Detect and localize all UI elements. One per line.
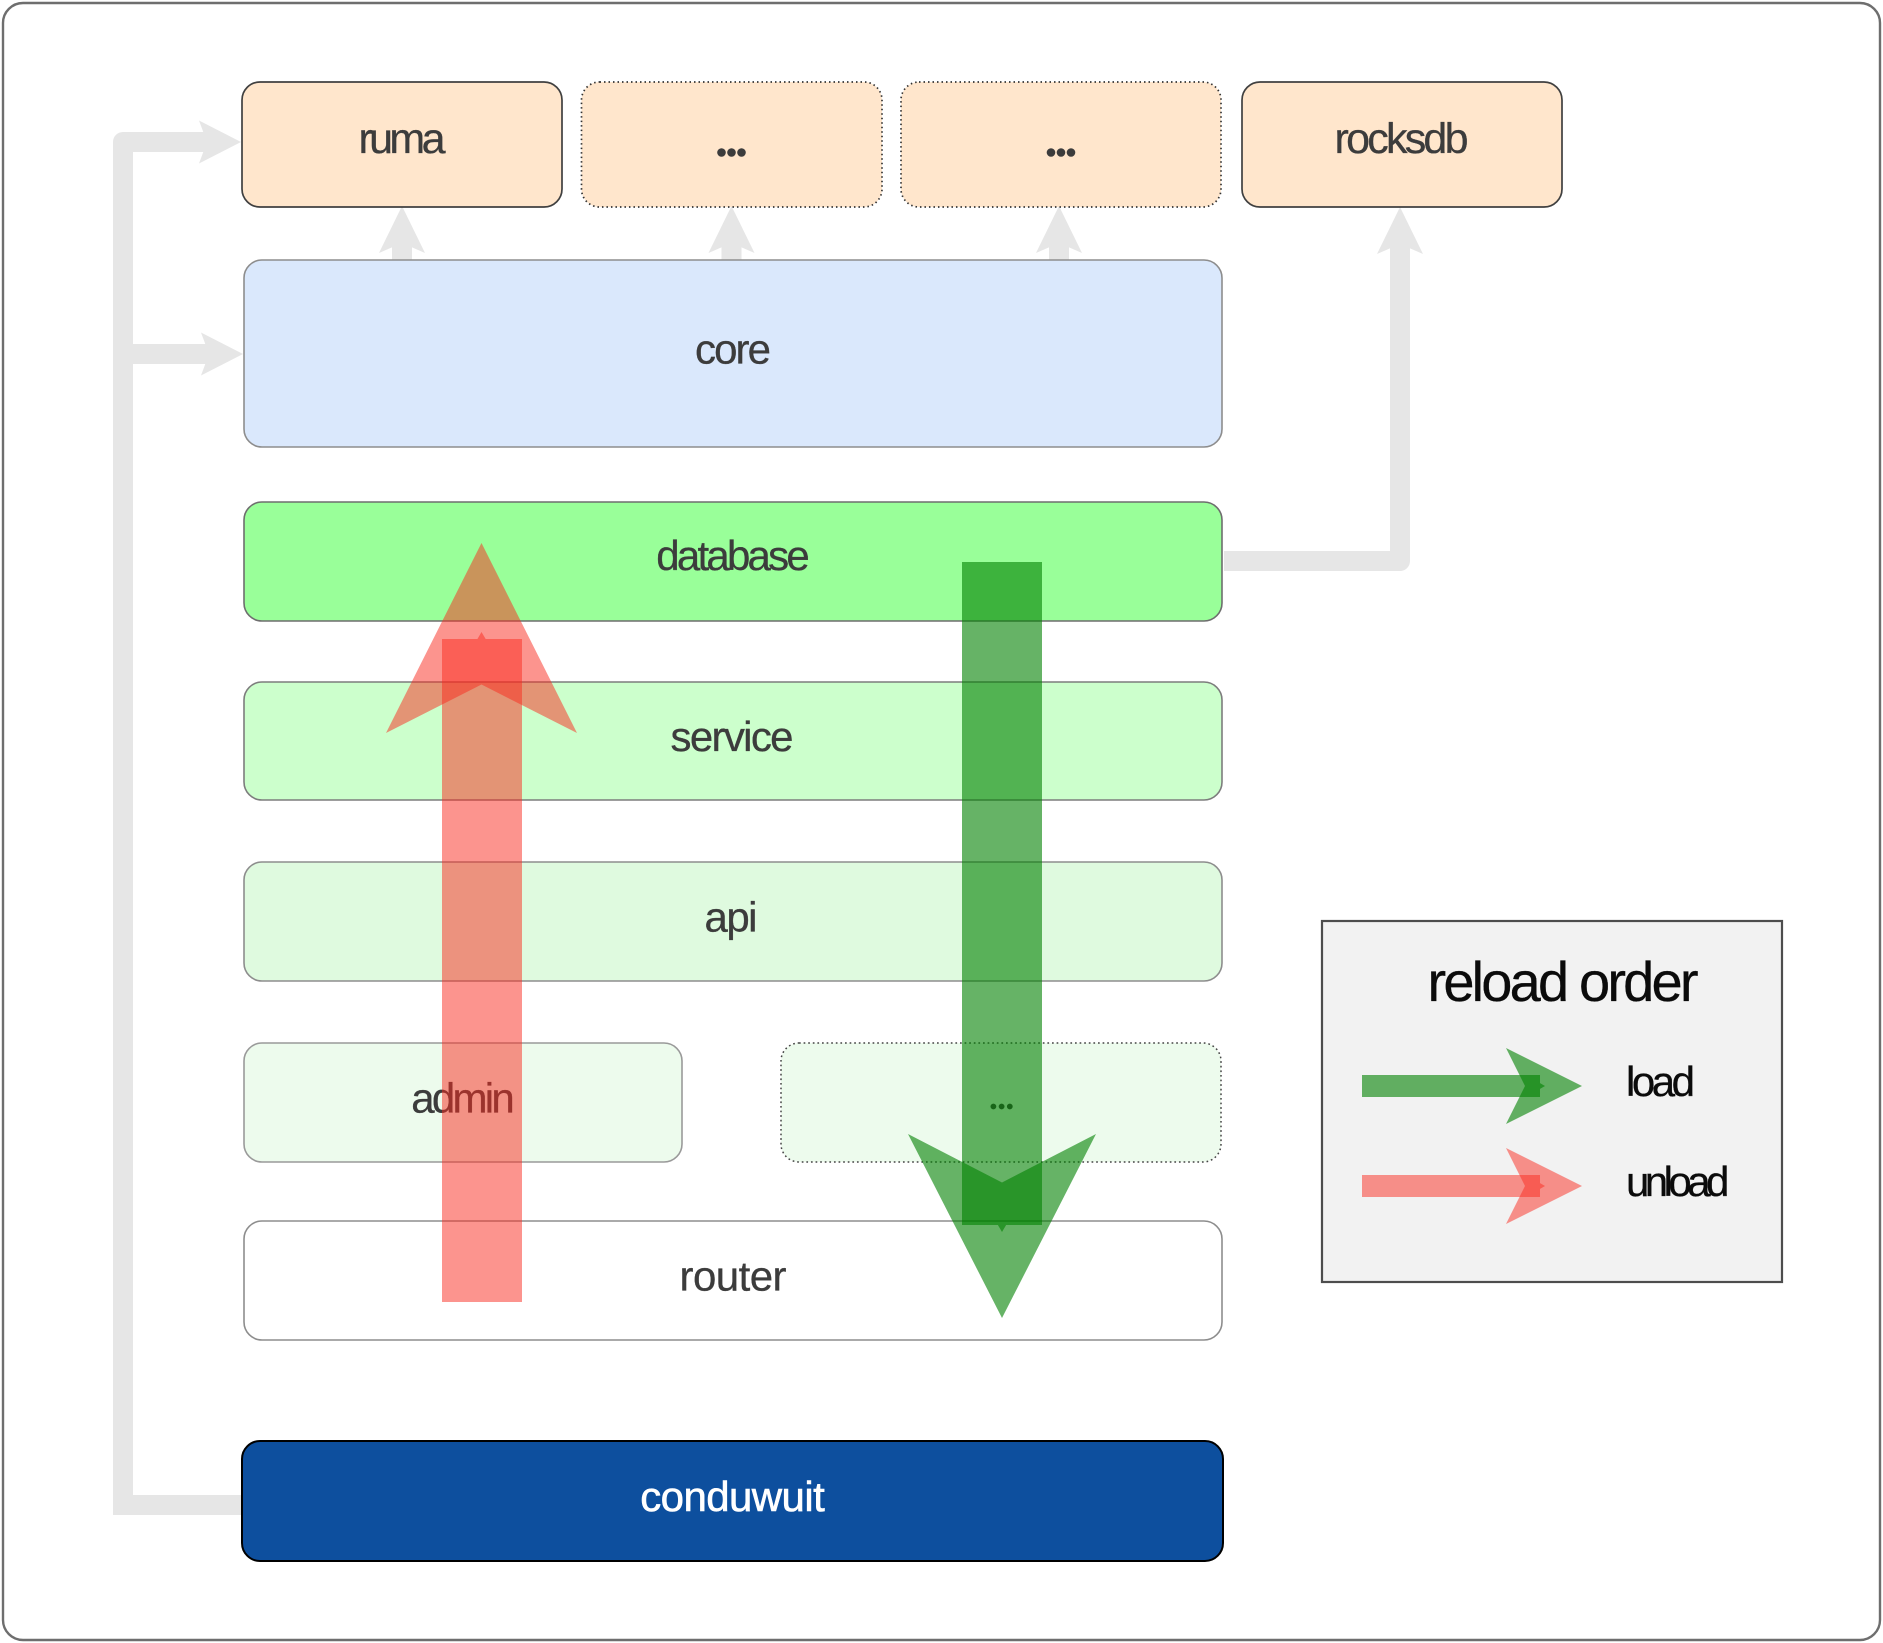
- svg-text:rocksdb: rocksdb: [1335, 115, 1469, 163]
- svg-text:router: router: [680, 1253, 787, 1300]
- svg-text:database: database: [656, 532, 810, 579]
- svg-text:conduwuit: conduwuit: [640, 1473, 825, 1520]
- svg-text:ruma: ruma: [359, 115, 446, 163]
- svg-text:api: api: [705, 894, 758, 941]
- svg-text:service: service: [671, 713, 794, 760]
- svg-text:reload order: reload order: [1428, 950, 1699, 1013]
- svg-text:core: core: [695, 326, 771, 373]
- svg-text:unload: unload: [1626, 1158, 1729, 1205]
- svg-text:load: load: [1626, 1058, 1695, 1105]
